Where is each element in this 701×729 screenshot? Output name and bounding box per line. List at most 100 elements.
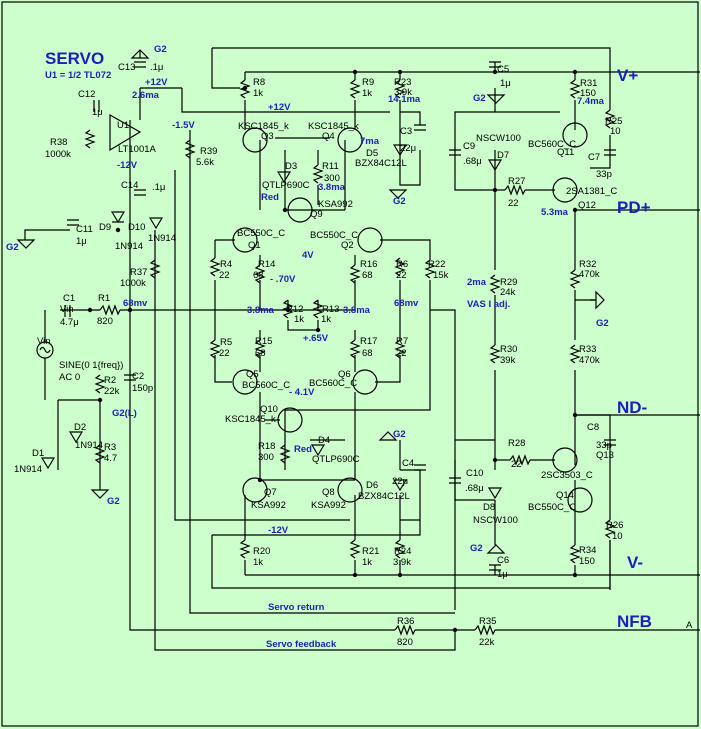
label-c13: C13 — [118, 62, 135, 73]
rail-nfb: NFB — [617, 612, 652, 631]
q8-symbol — [337, 477, 363, 503]
label-r27: R27 — [508, 176, 525, 187]
r8-symbol — [239, 79, 251, 99]
label-c7v: 33p — [596, 169, 612, 180]
r15-symbol — [254, 339, 266, 359]
r24-symbol — [394, 539, 406, 559]
label-ma38c: 3.8ma — [343, 305, 371, 316]
d10-symbol — [148, 217, 164, 230]
label-r20: R20 — [253, 546, 270, 557]
label-r7v: 22 — [396, 348, 407, 359]
label-d3v: QTLP690C — [262, 180, 310, 191]
label-r35: R35 — [479, 616, 496, 627]
label-q7: Q7 — [264, 487, 277, 498]
label-c13v: .1μ — [150, 62, 163, 73]
label-r38v: 1000k — [45, 149, 71, 160]
junctions — [87, 69, 578, 633]
label-c9v: .68μ — [463, 156, 482, 167]
label-c2v: 150p — [132, 383, 153, 394]
g2-gnd-symbol-3 — [388, 189, 408, 199]
g2-gnd-symbol-5 — [590, 290, 605, 310]
g2-gnd-symbol-7 — [90, 489, 110, 499]
label-c11: C11 — [76, 224, 93, 235]
label-d7: D7 — [497, 150, 509, 161]
c13-symbol — [134, 61, 146, 68]
label-r26: R26 — [606, 520, 623, 531]
c6-symbol — [489, 564, 501, 571]
label-q2v: BC550C_C — [310, 230, 358, 241]
label-vas: VAS I adj. — [467, 299, 510, 310]
r36-symbol — [394, 624, 416, 636]
r14-symbol — [254, 264, 266, 284]
label-q10: Q10 — [260, 404, 278, 415]
r17-symbol — [349, 339, 361, 359]
g2-gnd-symbol-6 — [486, 544, 506, 554]
subtitle: U1 = 1/2 TL072 — [45, 70, 111, 81]
label-c8: C8 — [587, 422, 599, 433]
r32-symbol — [569, 269, 581, 289]
c4-symbol — [414, 464, 426, 471]
label-c2: C2 — [132, 371, 144, 382]
label-r14: R14 — [258, 259, 275, 270]
label-q9v: KSA992 — [318, 199, 353, 210]
rail-ndminus: ND- — [617, 398, 647, 417]
r5-symbol — [209, 339, 221, 359]
label-c9: C9 — [463, 141, 475, 152]
c11-symbol — [67, 219, 79, 226]
q2-symbol — [357, 227, 383, 253]
label-r31: R31 — [580, 78, 597, 89]
c9-symbol — [449, 149, 461, 156]
q1-symbol — [232, 227, 258, 253]
label-r7: R7 — [396, 336, 408, 347]
label-c5: C5 — [497, 64, 509, 75]
label-g2_5: G2 — [596, 318, 609, 329]
label-r20v: 1k — [253, 557, 263, 568]
label-g2_2: G2 — [393, 429, 406, 440]
r27-symbol — [504, 184, 526, 196]
label-r25: R25 — [605, 116, 622, 127]
label-r3: R3 — [104, 442, 116, 453]
label-ma7: 7ma — [360, 136, 380, 147]
label-g2_8: G2 — [6, 242, 19, 253]
label-q6v: BC560C_C — [309, 378, 357, 389]
label-q2: Q2 — [341, 240, 354, 251]
label-d5v: BZX84C12L — [355, 158, 407, 169]
label-d6v: BZX84C12L — [358, 491, 410, 502]
label-g2_3: G2 — [393, 196, 406, 207]
g2-gnd-symbol-2 — [378, 431, 398, 441]
wires — [60, 47, 700, 651]
label-q11v: BC560C_C — [528, 139, 576, 150]
q10-symbol — [277, 407, 303, 433]
r12-symbol — [282, 299, 294, 319]
r9-symbol — [349, 79, 361, 99]
label-r39: R39 — [200, 146, 217, 157]
r6-symbol — [394, 257, 406, 277]
label-d8: D8 — [483, 502, 495, 513]
r13-symbol — [312, 299, 324, 319]
r34-symbol — [569, 544, 581, 564]
label-red2: Red — [294, 444, 312, 455]
r3-symbol — [94, 444, 106, 464]
r28-symbol — [509, 454, 531, 466]
q3-symbol — [242, 127, 268, 153]
r37-symbol — [149, 259, 161, 279]
label-r25v: 10 — [610, 126, 621, 137]
label-r2: R2 — [104, 375, 116, 386]
label-c14v: .1μ — [152, 182, 165, 193]
label-r17v: 68 — [362, 348, 373, 359]
label-r22v: 15k — [433, 270, 449, 281]
servo-return-label: Servo return — [268, 602, 325, 613]
label-r37: R37 — [130, 267, 147, 278]
label-d7v: NSCW100 — [476, 133, 521, 144]
label-c11v: 1μ — [76, 236, 87, 247]
label-d3: D3 — [285, 161, 297, 172]
r16-symbol — [349, 264, 361, 284]
label-d10: D10 — [128, 222, 145, 233]
label-r23v: 3.9k — [394, 87, 412, 98]
label-d2: D2 — [74, 422, 86, 433]
label-r31v: 150 — [580, 88, 596, 99]
label-r5: R5 — [220, 337, 232, 348]
label-d1v: 1N914 — [14, 464, 42, 475]
labels: SERVO U1 = 1/2 TL072 V+ PD+ ND- V- NFB A… — [6, 44, 693, 650]
